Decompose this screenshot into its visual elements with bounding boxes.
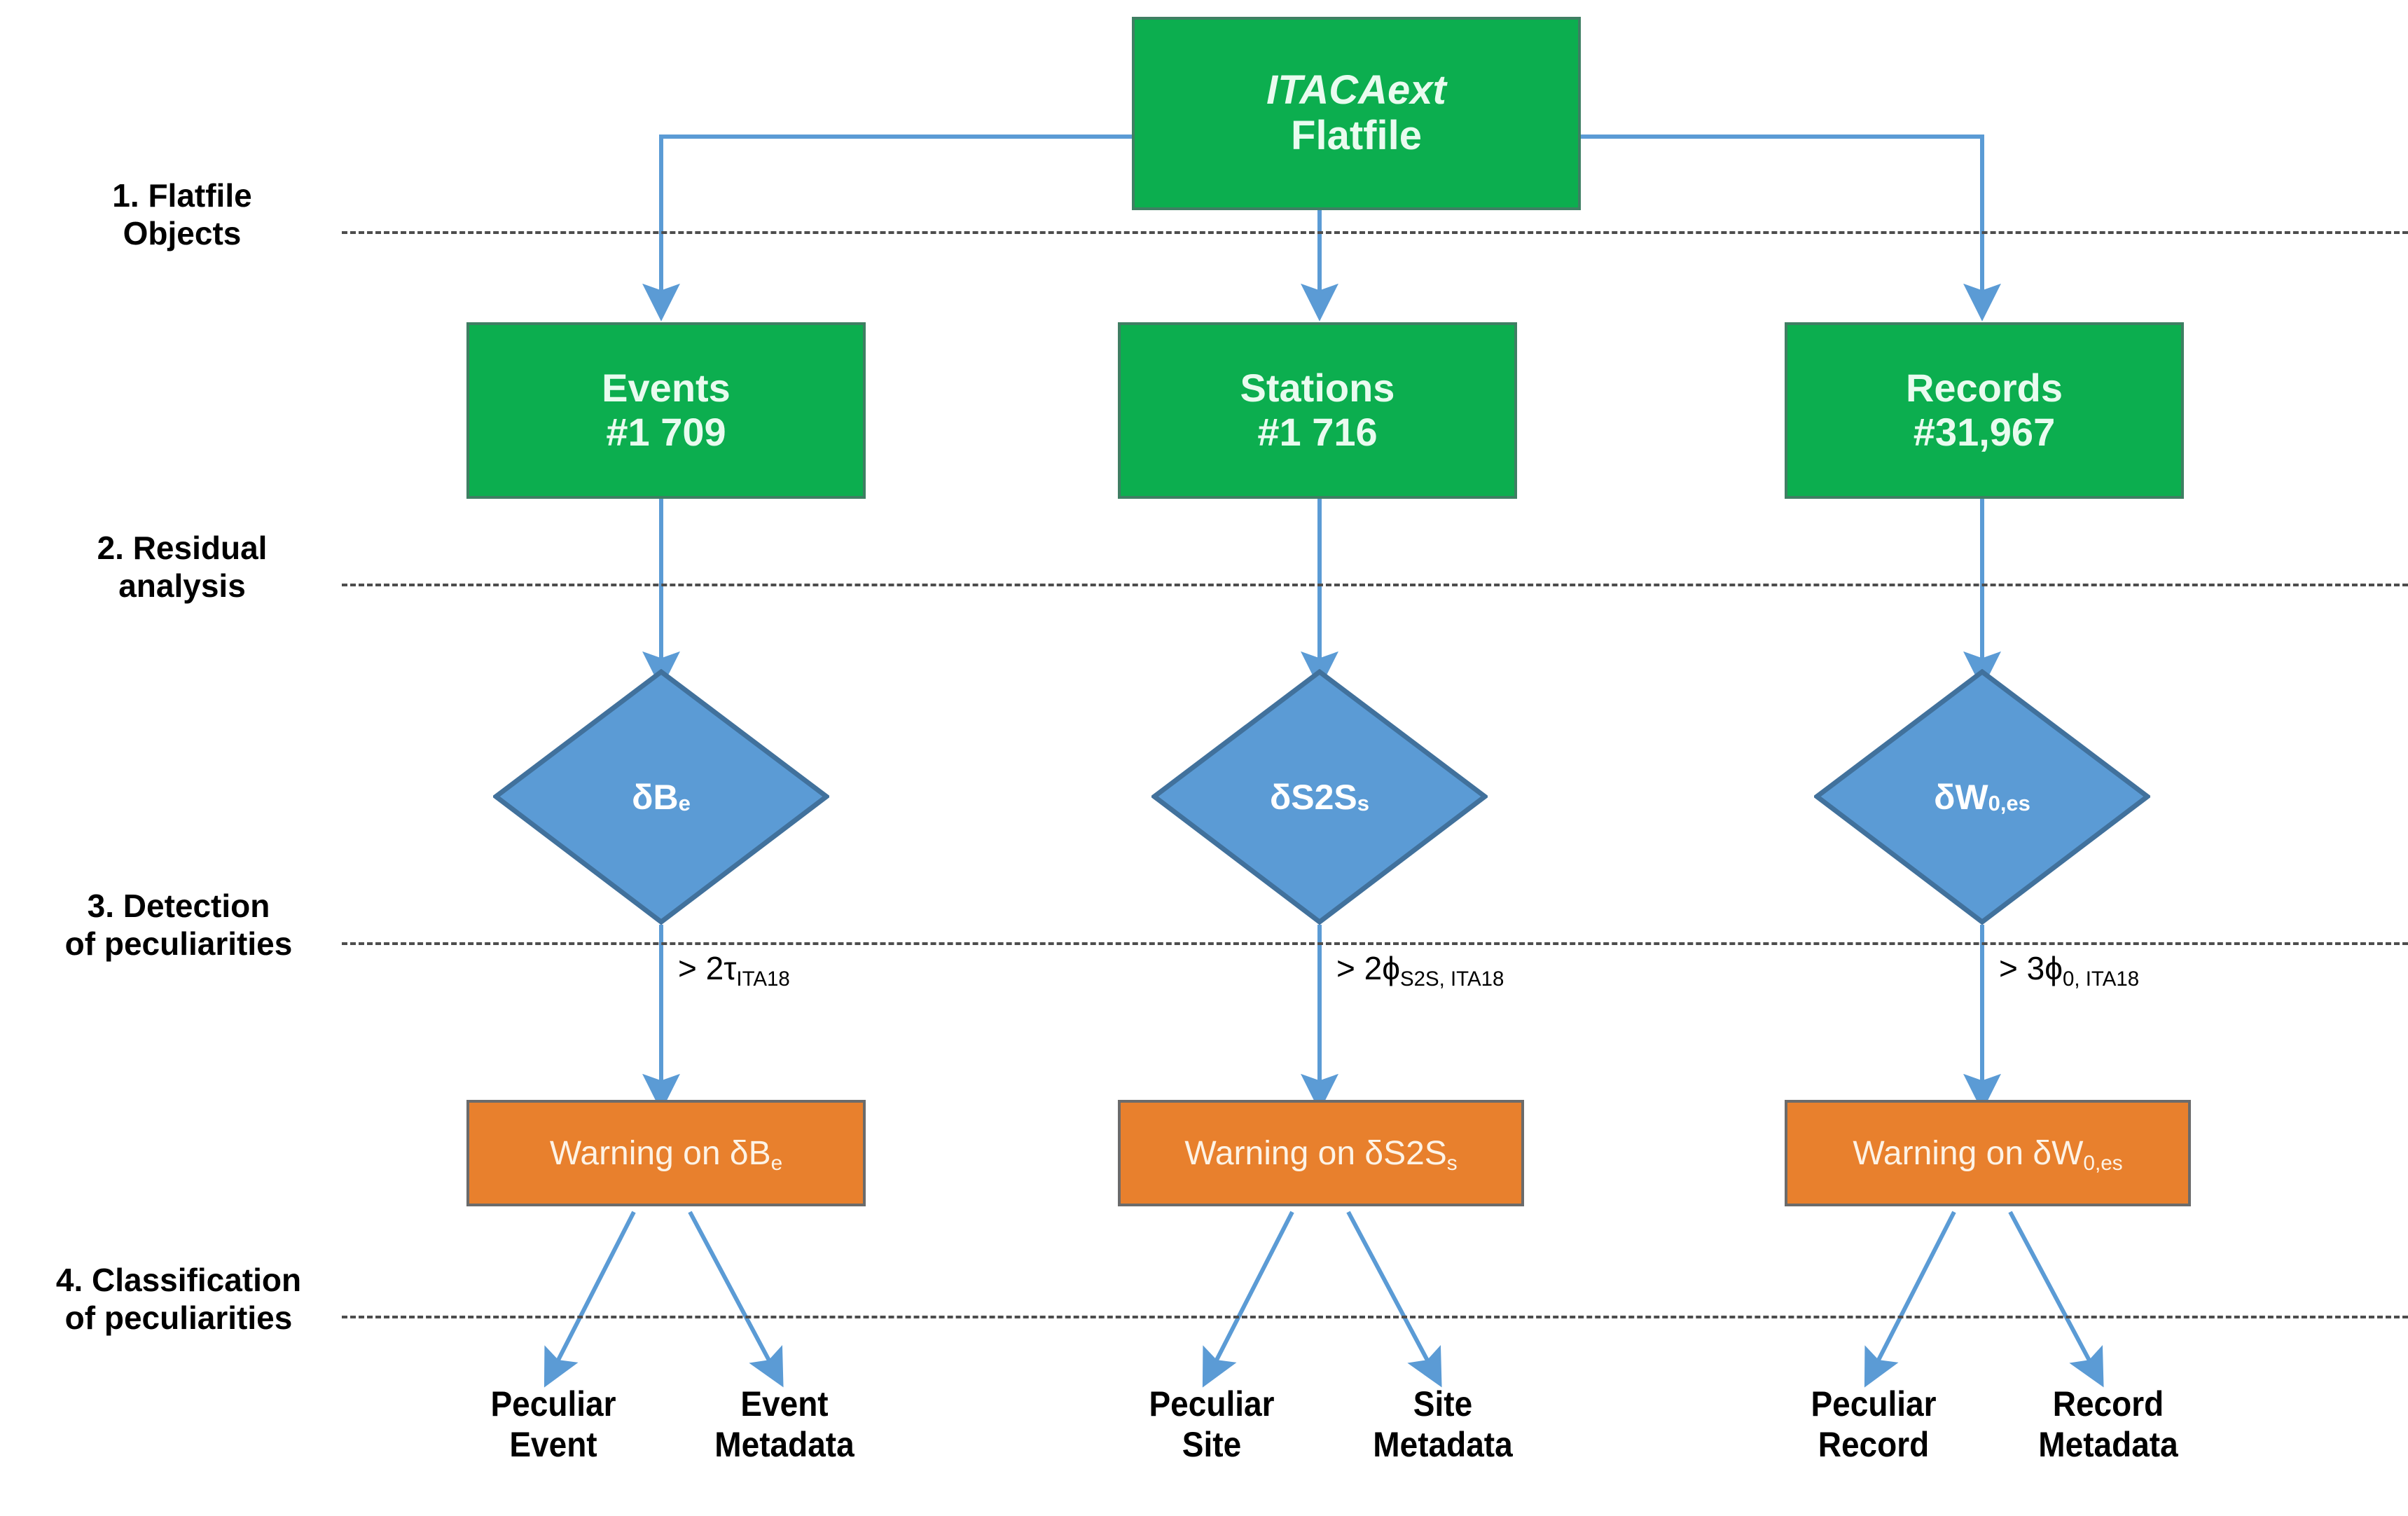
flatfile-title-line2: Flatfile: [1291, 113, 1422, 158]
phase-label-2: 2. Residual analysis: [97, 530, 268, 605]
warning-sub-record: 0,es: [2083, 1152, 2123, 1176]
warning-sub-event: e: [770, 1152, 783, 1176]
divider-phase-1: [342, 231, 2408, 234]
condition-sub-site: S2S, ITA18: [1400, 967, 1504, 991]
outcome-site-metadata: Site Metadata: [1373, 1384, 1513, 1464]
outcome-peculiar-site: Peculiar Site: [1149, 1384, 1275, 1464]
warning-text-record: Warning on δW0,es: [1853, 1134, 2123, 1176]
condition-prefix-record: > 3ϕ: [1999, 950, 2063, 986]
object-box-stations[interactable]: Stations #1 716: [1118, 322, 1517, 499]
object-name-records: Records: [1905, 366, 2063, 411]
warning-box-record[interactable]: Warning on δW0,es: [1785, 1100, 2191, 1206]
warning-sub-site: s: [1446, 1152, 1458, 1176]
condition-record: > 3ϕ0, ITA18: [1999, 949, 2139, 991]
outcome-peculiar-record: Peculiar Record: [1811, 1384, 1937, 1464]
condition-prefix-site: > 2ϕ: [1336, 950, 1400, 986]
object-count-events: #1 709: [606, 410, 726, 454]
object-name-stations: Stations: [1240, 366, 1395, 411]
flatfile-title-box[interactable]: ITACAext Flatfile: [1132, 17, 1581, 210]
divider-phase-4: [342, 1316, 2408, 1318]
divider-phase-2: [342, 584, 2408, 586]
object-name-events: Events: [602, 366, 731, 411]
warning-text-site: Warning on δS2Ss: [1184, 1134, 1458, 1176]
warning-prefix-record: Warning on δW: [1853, 1134, 2084, 1172]
object-count-records: #31,967: [1913, 410, 2056, 454]
diamond-shape: [493, 669, 829, 925]
diamond-shape: [1151, 669, 1488, 925]
outcome-peculiar-event: Peculiar Event: [490, 1384, 616, 1464]
outcome-record-metadata: Record Metadata: [2038, 1384, 2178, 1464]
outcome-event-metadata: Event Metadata: [714, 1384, 854, 1464]
phase-label-4: 4. Classification of peculiarities: [55, 1262, 302, 1337]
warning-box-site[interactable]: Warning on δS2Ss: [1118, 1100, 1524, 1206]
condition-sub-event: ITA18: [736, 967, 790, 991]
phase-label-3: 3. Detection of peculiarities: [64, 888, 293, 963]
diamond-shape: [1814, 669, 2150, 925]
condition-site: > 2ϕS2S, ITA18: [1336, 949, 1504, 991]
object-box-records[interactable]: Records #31,967: [1785, 322, 2184, 499]
phase-label-1: 1. Flatfile Objects: [112, 177, 252, 252]
flatfile-title-line1: ITACAext: [1266, 67, 1446, 113]
condition-prefix-event: > 2τ: [678, 950, 737, 986]
condition-event: > 2τITA18: [678, 949, 790, 991]
divider-phase-3: [342, 942, 2408, 945]
object-box-events[interactable]: Events #1 709: [466, 322, 866, 499]
object-count-stations: #1 716: [1257, 410, 1378, 454]
warning-text-event: Warning on δBe: [549, 1134, 783, 1176]
warning-prefix-site: Warning on δS2S: [1184, 1134, 1447, 1172]
warning-prefix-event: Warning on δB: [549, 1134, 771, 1172]
condition-sub-record: 0, ITA18: [2063, 967, 2140, 991]
warning-box-event[interactable]: Warning on δBe: [466, 1100, 866, 1206]
